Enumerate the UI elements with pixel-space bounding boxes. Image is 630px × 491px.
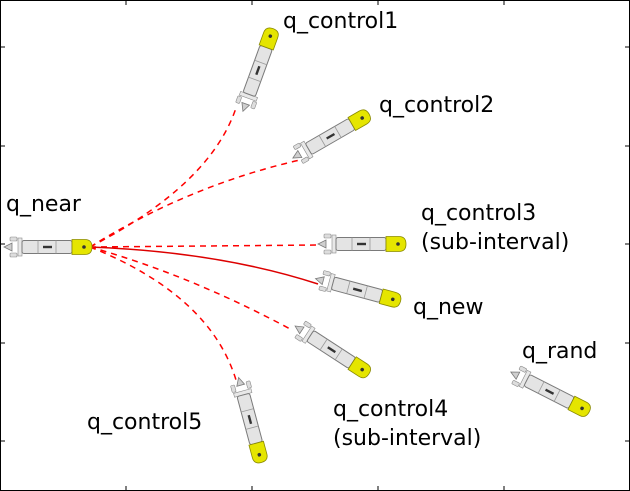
robot-q-control2-icon <box>287 104 375 168</box>
label-q-control1: q_control1 <box>283 9 399 34</box>
robot-q-control1-icon <box>233 24 283 116</box>
label-q-rand: q_rand <box>522 339 598 364</box>
edge-to-control5 <box>89 246 237 381</box>
label-q-control5: q_control5 <box>87 410 203 435</box>
robot-q-control5-icon <box>228 374 272 466</box>
label-q-control3-note: (sub-interval) <box>421 230 570 255</box>
label-q-control4: q_control4 <box>333 397 449 422</box>
label-q-control2: q_control2 <box>379 93 495 118</box>
edge-to-control2 <box>89 159 301 248</box>
edge-to-control4 <box>89 246 293 331</box>
edge-to-control3 <box>89 244 321 248</box>
robot-q-rand-icon <box>505 362 595 422</box>
label-q-new: q_new <box>413 295 484 320</box>
edge-to-new <box>89 246 319 285</box>
robot-q-near-icon <box>3 236 93 258</box>
label-q-near: q_near <box>6 192 81 217</box>
robot-q-control3-icon <box>317 233 407 255</box>
label-q-control4-note: (sub-interval) <box>333 426 482 451</box>
label-q-control3: q_control3 <box>421 201 537 226</box>
robot-q-control4-icon <box>289 317 375 383</box>
robot-q-new-icon <box>312 268 404 312</box>
edge-to-control1 <box>89 107 237 248</box>
